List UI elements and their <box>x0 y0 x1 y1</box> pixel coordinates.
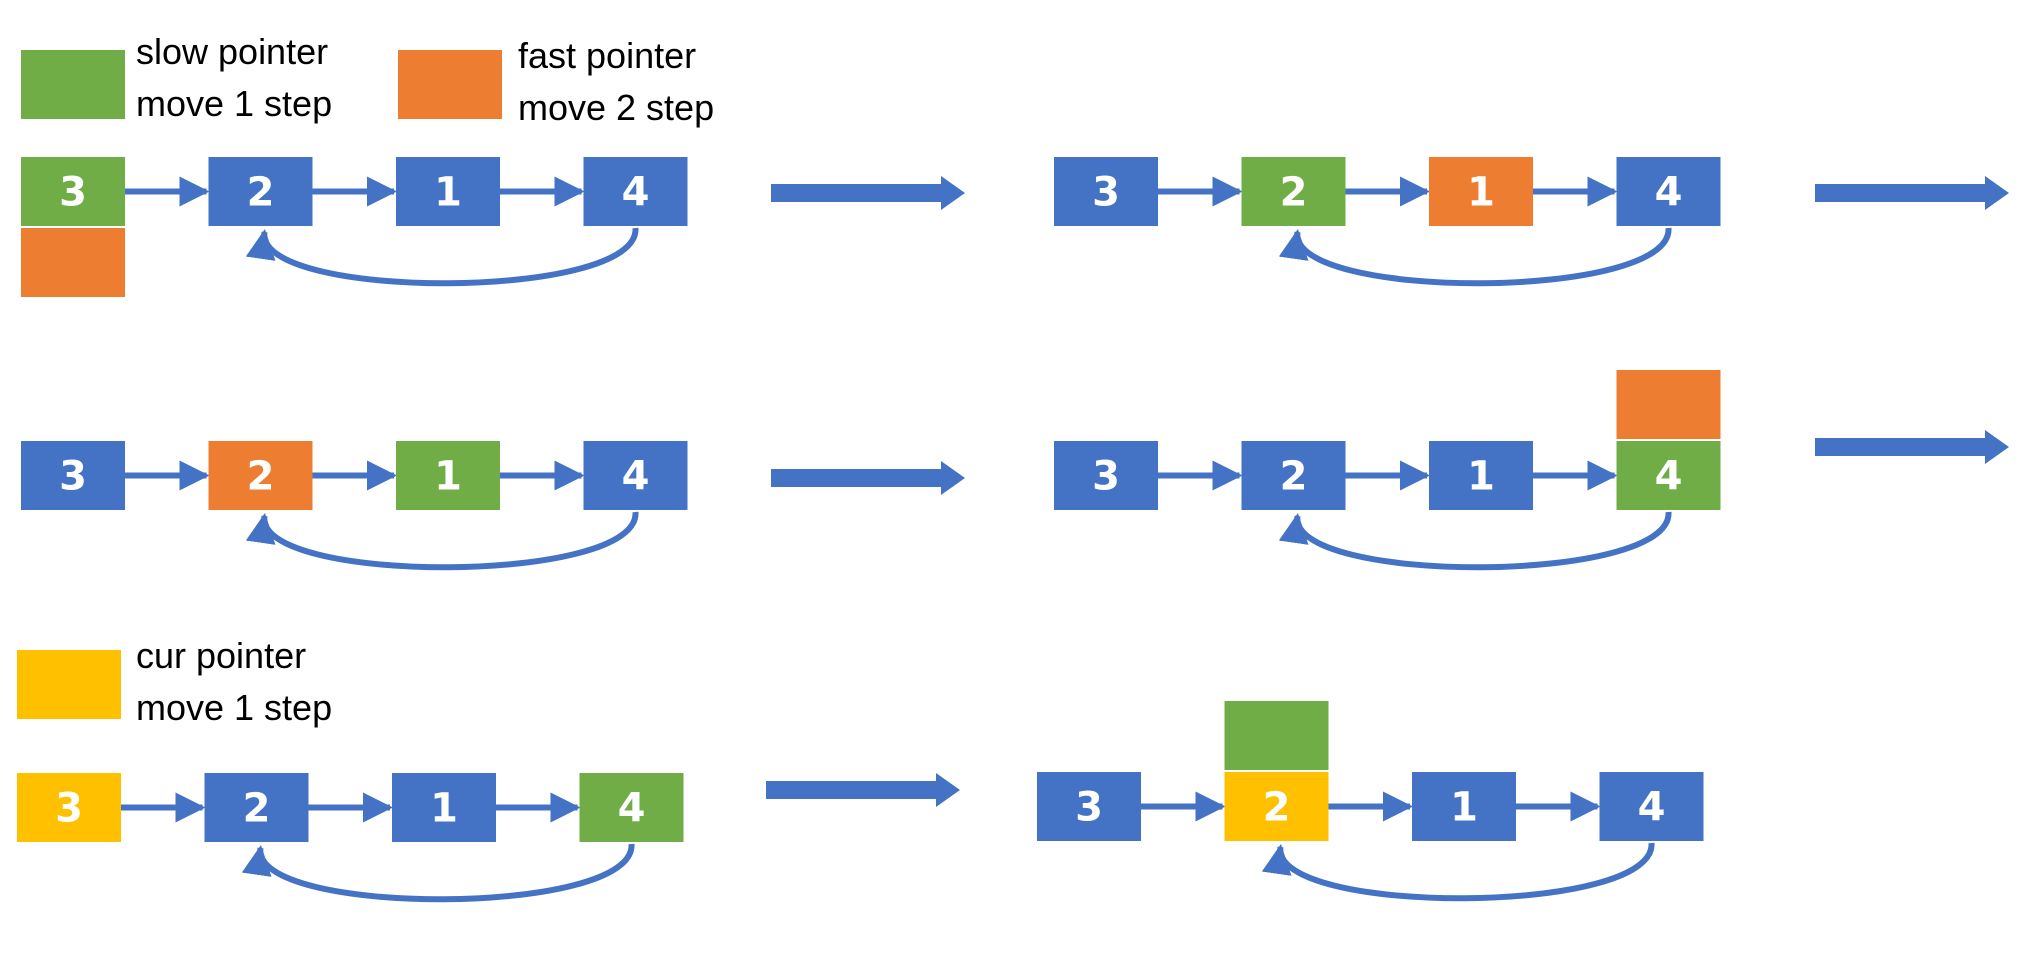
node-value: 2 <box>1280 170 1308 216</box>
list-node <box>208 441 313 510</box>
node-value: 2 <box>1263 785 1291 831</box>
node-value: 1 <box>434 170 462 216</box>
list-node <box>1054 441 1158 510</box>
legend-fast: fast pointer move 2 step <box>398 35 714 128</box>
node-value: 3 <box>1092 170 1120 216</box>
cycle-back-arrow <box>245 227 639 287</box>
legend-cur: cur pointer move 1 step <box>17 635 332 728</box>
node-value: 2 <box>247 170 275 216</box>
node-value: 2 <box>247 454 275 500</box>
list-node <box>1224 772 1329 841</box>
node-value: 1 <box>1467 170 1495 216</box>
list-node <box>204 773 309 842</box>
node-value: 2 <box>1280 454 1308 500</box>
legend-slow-swatch <box>21 50 125 119</box>
list-node <box>583 157 688 226</box>
transition-arrow <box>1815 430 2009 464</box>
transition-arrow <box>766 773 960 807</box>
list-node <box>17 773 121 842</box>
step-4: 3 2 1 4 <box>1054 370 1721 571</box>
step-2: 3 2 1 4 <box>1054 157 1721 287</box>
node-value: 4 <box>1655 454 1683 500</box>
node-value: 2 <box>243 786 271 832</box>
legend-cur-line1: cur pointer <box>136 635 306 676</box>
legend-slow-line1: slow pointer <box>136 31 328 72</box>
list-node <box>1599 772 1704 841</box>
legend-slow-line2: move 1 step <box>136 83 332 124</box>
node-value: 3 <box>59 170 87 216</box>
node-value: 4 <box>618 786 646 832</box>
legend-fast-line1: fast pointer <box>518 35 696 76</box>
node-value: 4 <box>1655 170 1683 216</box>
legend-fast-line2: move 2 step <box>518 87 714 128</box>
list-node <box>396 441 500 510</box>
list-node <box>1429 441 1533 510</box>
list-node <box>1616 441 1721 510</box>
legend-cur-line2: move 1 step <box>136 687 332 728</box>
cycle-back-arrow <box>241 843 635 903</box>
list-node <box>1054 157 1158 226</box>
list-node <box>21 157 125 226</box>
list-node <box>1241 441 1346 510</box>
cycle-back-arrow <box>245 511 639 571</box>
legend-cur-swatch <box>17 650 121 719</box>
transition-arrow <box>771 461 965 495</box>
node-value: 1 <box>1450 785 1478 831</box>
step-6: 3 2 1 4 <box>1037 701 1704 902</box>
list-node <box>396 157 500 226</box>
node-value: 1 <box>434 454 462 500</box>
legend-fast-swatch <box>398 50 502 119</box>
list-node <box>1037 772 1141 841</box>
node-value: 3 <box>1092 454 1120 500</box>
list-node <box>1616 157 1721 226</box>
cycle-back-arrow <box>1261 842 1655 902</box>
list-node <box>583 441 688 510</box>
list-node <box>1429 157 1533 226</box>
node-value: 4 <box>1638 785 1666 831</box>
step-1: 3 2 1 4 <box>21 157 688 297</box>
steps: 3 2 1 4 3 2 1 4 3 2 1 4 3 2 1 4 3 2 1 4 3 2 1 4 <box>17 157 1721 903</box>
node-value: 4 <box>622 170 650 216</box>
list-node <box>392 773 496 842</box>
legend-slow: slow pointer move 1 step <box>21 31 332 124</box>
list-node <box>21 441 125 510</box>
transition-arrow <box>771 176 965 210</box>
slow-pointer-box <box>1224 701 1329 770</box>
cycle-back-arrow <box>1278 511 1672 571</box>
step-5: 3 2 1 4 <box>17 773 684 903</box>
transition-arrows <box>766 176 2009 807</box>
node-value: 3 <box>55 786 83 832</box>
transition-arrow <box>1815 176 2009 210</box>
list-node <box>1241 157 1346 226</box>
fast-pointer-box <box>1616 370 1721 439</box>
node-value: 1 <box>430 786 458 832</box>
node-value: 1 <box>1467 454 1495 500</box>
list-node <box>1412 772 1516 841</box>
step-3: 3 2 1 4 <box>21 441 688 571</box>
list-node <box>208 157 313 226</box>
fast-pointer-box <box>21 228 125 297</box>
list-node <box>579 773 684 842</box>
node-value: 3 <box>1075 785 1103 831</box>
node-value: 3 <box>59 454 87 500</box>
node-value: 4 <box>622 454 650 500</box>
cycle-back-arrow <box>1278 227 1672 287</box>
